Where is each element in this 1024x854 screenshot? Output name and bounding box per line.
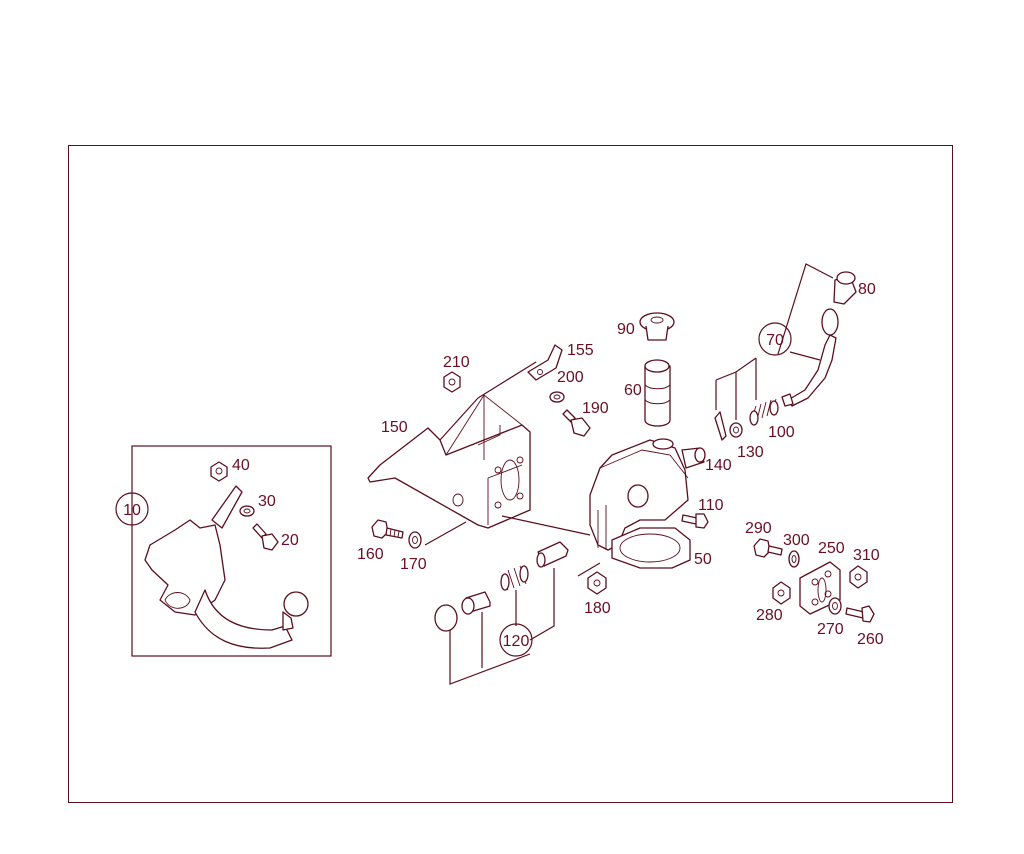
label-270: 270	[817, 621, 844, 638]
part-200-washer[interactable]	[549, 391, 565, 403]
part-140-cotter-pin[interactable]	[714, 411, 727, 441]
callout-circle-120	[499, 623, 533, 657]
label-60: 60	[624, 382, 642, 399]
callout-circle-70	[758, 322, 792, 356]
label-300: 300	[783, 532, 810, 549]
label-160: 160	[357, 546, 384, 563]
part-30-washer[interactable]	[239, 505, 255, 517]
part-260-bolt[interactable]	[845, 605, 875, 623]
part-70-lever[interactable]	[781, 308, 839, 407]
label-180: 180	[584, 600, 611, 617]
part-270-washer[interactable]	[828, 597, 842, 615]
label-260: 260	[857, 631, 884, 648]
label-70: 70	[766, 332, 784, 349]
label-10: 10	[123, 502, 141, 519]
part-90-cap[interactable]	[639, 312, 675, 341]
part-310-nut[interactable]	[849, 565, 868, 589]
part-50-coupling[interactable]	[589, 438, 706, 569]
label-120: 120	[503, 633, 530, 650]
label-130: 130	[737, 444, 764, 461]
label-155: 155	[567, 342, 594, 359]
part-300-washer[interactable]	[788, 550, 800, 568]
label-290: 290	[745, 520, 772, 537]
tow-hook-assembly[interactable]	[144, 485, 309, 649]
diagram-frame	[68, 145, 953, 803]
part-290-bolt[interactable]	[753, 538, 783, 558]
part-20-bolt[interactable]	[252, 523, 279, 551]
label-200: 200	[557, 369, 584, 386]
label-50: 50	[694, 551, 712, 568]
part-210-nut[interactable]	[443, 371, 461, 393]
part-40-nut[interactable]	[210, 461, 228, 482]
part-155-strap[interactable]	[527, 344, 563, 381]
callout-circle-10	[115, 492, 149, 526]
label-250: 250	[818, 540, 845, 557]
label-170: 170	[400, 556, 427, 573]
part-60-pin[interactable]	[644, 359, 671, 427]
leader-lines	[424, 263, 834, 685]
part-110-bolt[interactable]	[681, 513, 709, 529]
part-180-nut[interactable]	[587, 571, 607, 595]
part-170-washer[interactable]	[408, 531, 422, 549]
part-120-components[interactable]	[434, 541, 569, 632]
label-90: 90	[617, 321, 635, 338]
label-210: 210	[443, 354, 470, 371]
label-140: 140	[705, 457, 732, 474]
part-150-mounting-bracket[interactable]	[367, 394, 531, 529]
label-110: 110	[698, 497, 724, 514]
label-310: 310	[853, 547, 880, 564]
part-130-washer[interactable]	[729, 422, 743, 438]
part-80-knob[interactable]	[833, 271, 857, 305]
label-30: 30	[258, 493, 276, 510]
label-190: 190	[582, 400, 609, 417]
inset-box	[131, 445, 332, 657]
part-160-bolt[interactable]	[371, 519, 404, 539]
label-100: 100	[768, 424, 795, 441]
label-80: 80	[858, 281, 876, 298]
label-150: 150	[381, 419, 408, 436]
label-40: 40	[232, 457, 250, 474]
label-280: 280	[756, 607, 783, 624]
part-280-nut[interactable]	[772, 581, 791, 605]
label-20: 20	[281, 532, 299, 549]
part-100-spring[interactable]	[749, 398, 779, 426]
part-190-bolt[interactable]	[562, 409, 591, 437]
